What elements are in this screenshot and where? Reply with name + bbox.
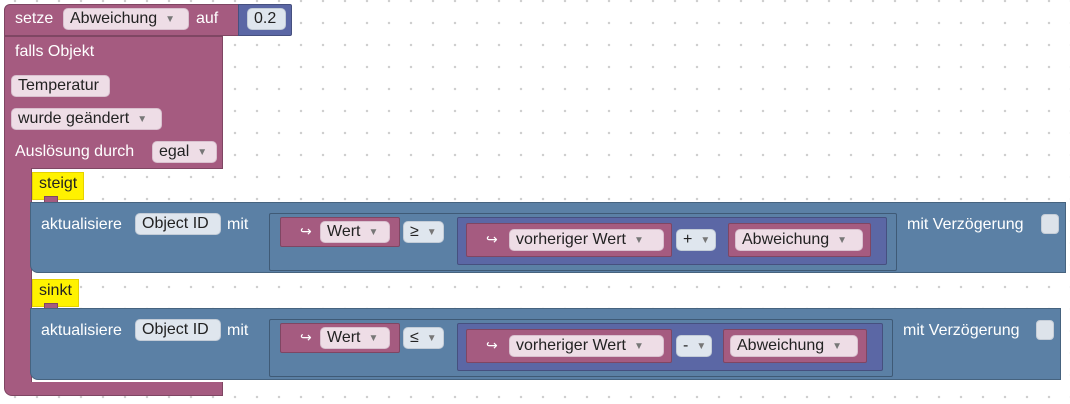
- condition-dropdown[interactable]: wurde geändert ▼: [11, 108, 162, 130]
- case-label-rise[interactable]: steigt: [32, 172, 85, 200]
- chevron-down-icon: ▼: [368, 227, 379, 238]
- delay-label-rise: mit Verzögerung: [907, 216, 1024, 233]
- object-id-label-rise: Object ID: [142, 215, 209, 232]
- mit-label-rise: mit: [227, 216, 249, 233]
- chevron-down-icon: ▼: [832, 341, 843, 352]
- chevron-down-icon: ▼: [426, 333, 437, 344]
- trigger-type-label: Auslösung durch: [15, 143, 135, 160]
- math-op-label-fall: -: [683, 337, 689, 354]
- variable-dropdown-label: Abweichung: [70, 10, 158, 27]
- operator-dropdown-fall[interactable]: ≤▼: [403, 327, 444, 349]
- prev-dropdown-label-rise: vorheriger Wert: [516, 231, 626, 248]
- object-id-field-fall[interactable]: Object ID: [135, 319, 221, 341]
- chevron-down-icon: ▼: [137, 114, 148, 125]
- prev-dropdown-label-fall: vorheriger Wert: [516, 337, 626, 354]
- math-op-label-rise: +: [683, 231, 693, 248]
- trigger-line1: falls Objekt: [15, 43, 95, 60]
- variable-dropdown[interactable]: Abweichung ▼: [63, 8, 189, 30]
- chevron-down-icon: ▼: [633, 235, 644, 246]
- return-arrow-icon: ↪: [300, 329, 312, 345]
- var-dropdown-label-rise: Abweichung: [742, 231, 830, 248]
- update-action-fall: aktualisiere: [41, 322, 122, 339]
- value-dropdown-label-rise: Wert: [327, 223, 361, 240]
- operator-dropdown-rise[interactable]: ≥▼: [403, 221, 444, 243]
- set-prefix-label: setze: [15, 10, 54, 27]
- object-id-field-rise[interactable]: Object ID: [135, 213, 221, 235]
- delay-checkbox-rise[interactable]: [1041, 214, 1059, 234]
- chevron-down-icon: ▼: [197, 147, 208, 158]
- update-action-rise: aktualisiere: [41, 216, 122, 233]
- operator-label-fall: ≤: [410, 329, 419, 346]
- delay-label-fall: mit Verzögerung: [903, 322, 1020, 339]
- chevron-down-icon: ▼: [700, 235, 711, 246]
- operator-label-rise: ≥: [410, 223, 419, 240]
- var-dropdown-label-fall: Abweichung: [737, 337, 825, 354]
- set-middle-label: auf: [196, 10, 219, 27]
- return-arrow-icon: ↪: [486, 231, 498, 247]
- trigger-dropdown[interactable]: egal ▼: [152, 141, 217, 163]
- chevron-down-icon: ▼: [696, 341, 707, 352]
- math-op-dropdown-rise[interactable]: +▼: [676, 229, 716, 251]
- chevron-down-icon: ▼: [165, 14, 176, 25]
- value-dropdown-fall[interactable]: Wert ▼: [320, 327, 390, 349]
- prev-dropdown-fall[interactable]: vorheriger Wert ▼: [509, 335, 664, 357]
- event-block-spine: [4, 168, 32, 394]
- chevron-down-icon: ▼: [368, 333, 379, 344]
- return-arrow-icon: ↪: [300, 223, 312, 239]
- math-op-dropdown-fall[interactable]: -▼: [676, 335, 712, 357]
- var-dropdown-fall[interactable]: Abweichung ▼: [730, 335, 858, 357]
- event-block-bottom: [4, 382, 223, 396]
- object-id-label-fall: Object ID: [142, 321, 209, 338]
- chevron-down-icon: ▼: [633, 341, 644, 352]
- set-value-input[interactable]: 0.2: [247, 8, 286, 30]
- condition-dropdown-label: wurde geändert: [18, 110, 130, 127]
- object-field[interactable]: Temperatur: [11, 75, 110, 97]
- chevron-down-icon: ▼: [426, 227, 437, 238]
- delay-checkbox-fall[interactable]: [1036, 320, 1054, 340]
- value-dropdown-rise[interactable]: Wert ▼: [320, 221, 390, 243]
- return-arrow-icon: ↪: [486, 337, 498, 353]
- trigger-dropdown-label: egal: [159, 143, 190, 160]
- prev-dropdown-rise[interactable]: vorheriger Wert ▼: [509, 229, 664, 251]
- var-dropdown-rise[interactable]: Abweichung ▼: [735, 229, 863, 251]
- value-dropdown-label-fall: Wert: [327, 329, 361, 346]
- chevron-down-icon: ▼: [837, 235, 848, 246]
- set-value-text: 0.2: [254, 10, 277, 27]
- mit-label-fall: mit: [227, 322, 249, 339]
- object-field-label: Temperatur: [18, 77, 99, 94]
